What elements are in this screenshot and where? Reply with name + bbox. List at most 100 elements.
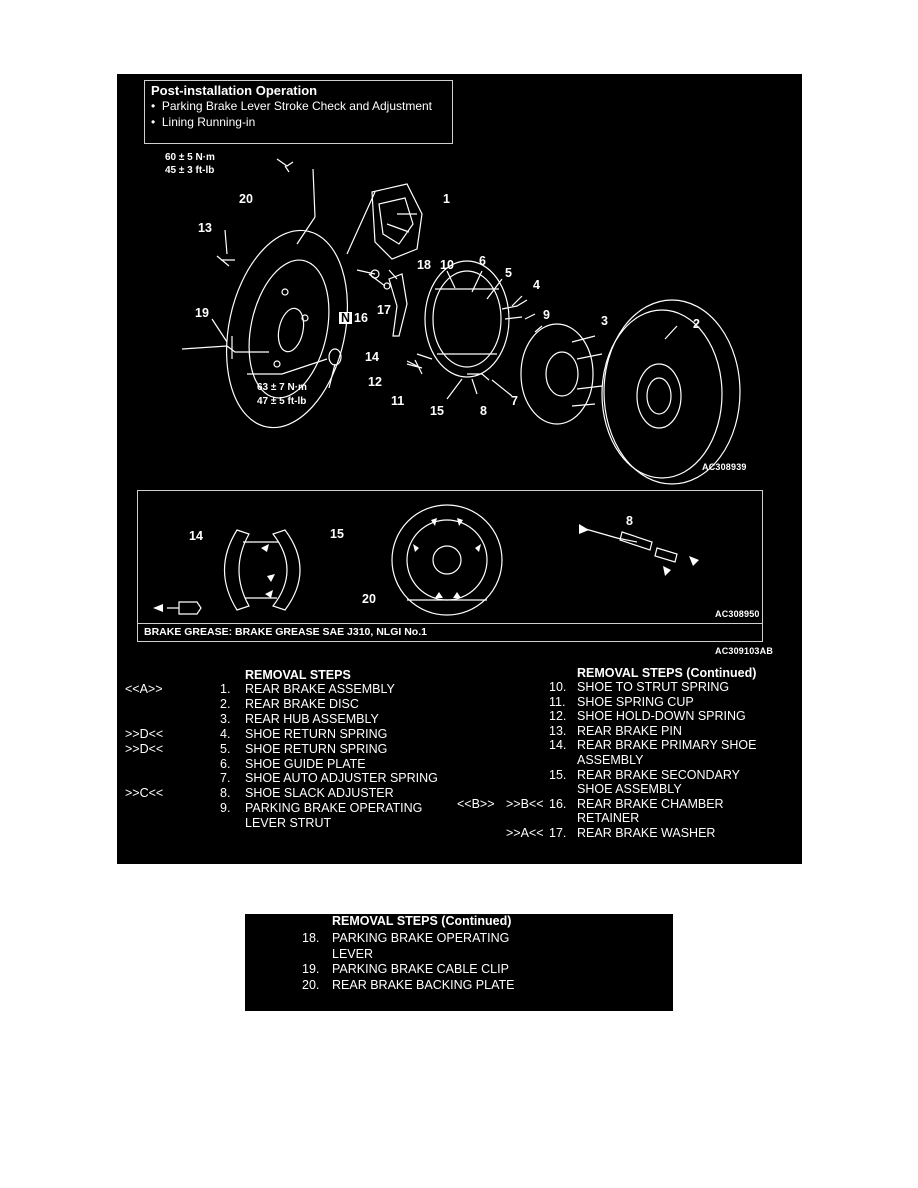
step-reference: <<B>> xyxy=(457,796,495,811)
step-name: SHOE SPRING CUP xyxy=(577,694,694,709)
step-number: 1. xyxy=(220,682,231,696)
step-number: 19. xyxy=(302,962,320,976)
removal-steps-cont2-panel: REMOVAL STEPS (Continued) 18. PARKING BRA… xyxy=(245,914,673,1011)
step-name: REAR BRAKE PRIMARY SHOE xyxy=(577,738,757,753)
step-name-continued: LEVER xyxy=(332,946,373,961)
cable-drawing xyxy=(181,345,269,353)
step-number: 8. xyxy=(220,786,231,801)
main-diagram-panel: Post-installation Operation • Parking Br… xyxy=(117,74,802,864)
new-part-marker: N xyxy=(339,311,353,325)
callout-7: 7 xyxy=(511,394,518,408)
exploded-view-drawing xyxy=(181,158,741,485)
callout-3: 3 xyxy=(601,314,608,328)
step-number: 14. xyxy=(549,738,567,753)
callout-17: 17 xyxy=(377,303,391,317)
figure-code-grease: AC308950 xyxy=(715,609,760,619)
post-installation-title: Post-installation Operation xyxy=(151,83,318,98)
step-number: 13. xyxy=(549,723,567,738)
callout-1: 1 xyxy=(443,192,450,206)
step-name: REAR BRAKE PIN xyxy=(577,723,682,738)
step-name: REAR BRAKE CHAMBER xyxy=(577,796,724,811)
removal-steps-cont2-heading: REMOVAL STEPS (Continued) xyxy=(332,914,512,928)
step-number: 11. xyxy=(549,694,566,709)
step-name-continued: LEVER STRUT xyxy=(245,816,332,831)
step-name: REAR BRAKE SECONDARY xyxy=(577,767,741,782)
brake-disc-drawing xyxy=(603,299,741,485)
grease-callout-20: 20 xyxy=(362,592,376,606)
step-name-continued: ASSEMBLY xyxy=(577,753,644,767)
hub-drawing xyxy=(520,323,594,425)
step-name: REAR BRAKE WASHER xyxy=(577,826,716,840)
grease-callout-15: 15 xyxy=(330,527,344,541)
callout-11: 11 xyxy=(391,394,405,408)
grease-inset-drawing xyxy=(153,504,699,616)
grease-callout-14: 14 xyxy=(189,529,203,543)
step-name: PARKING BRAKE OPERATING xyxy=(332,931,510,945)
step-name-continued: SHOE ASSEMBLY xyxy=(577,782,682,797)
torque-spec-nm: 63 ± 7 N·m xyxy=(257,382,307,393)
callout-13: 13 xyxy=(198,221,212,235)
callout-14: 14 xyxy=(365,350,379,364)
step-number: 4. xyxy=(220,726,231,741)
post-installation-item: • Parking Brake Lever Stroke Check and A… xyxy=(151,99,433,113)
step-name: SHOE TO STRUT SPRING xyxy=(577,680,730,694)
post-installation-item-label: Lining Running-in xyxy=(161,115,256,129)
grease-note: BRAKE GREASE: BRAKE GREASE SAE J310, NLG… xyxy=(144,626,427,638)
step-name: REAR BRAKE DISC xyxy=(245,696,359,711)
torque-spec-ftlb: 45 ± 3 ft-lb xyxy=(165,165,215,176)
step-number: 2. xyxy=(220,696,231,711)
step-reference: >>D<< xyxy=(125,741,164,756)
figure-code-overall: AC309103AB xyxy=(715,646,774,656)
torque-spec-nm: 60 ± 5 N·m xyxy=(165,152,215,163)
step-name: SHOE SLACK ADJUSTER xyxy=(245,786,394,801)
callout-10: 10 xyxy=(440,258,454,272)
step-name: SHOE GUIDE PLATE xyxy=(245,756,366,771)
brake-shoes-drawing xyxy=(424,260,510,378)
grease-note-box xyxy=(137,623,763,642)
callout-2: 2 xyxy=(693,317,700,331)
callout-8: 8 xyxy=(480,404,487,418)
callout-12: 12 xyxy=(368,375,382,389)
grease-callout-8: 8 xyxy=(626,514,633,528)
backing-plate-drawing xyxy=(225,229,349,429)
callout-16-label: 16 xyxy=(354,311,368,325)
step-number: 10. xyxy=(549,680,567,694)
step-name: SHOE AUTO ADJUSTER SPRING xyxy=(245,771,438,786)
step-reference: <<A>> xyxy=(125,682,163,696)
step-number: 5. xyxy=(220,741,231,756)
removal-steps-cont-heading: REMOVAL STEPS (Continued) xyxy=(577,666,757,680)
step-number: 3. xyxy=(220,711,231,726)
figure-code-main: AC308939 xyxy=(702,462,747,472)
step-number: 6. xyxy=(220,756,231,771)
step-name: PARKING BRAKE OPERATING xyxy=(245,801,423,816)
step-reference: >>D<< xyxy=(125,726,164,741)
callout-19: 19 xyxy=(195,306,209,320)
caliper-drawing xyxy=(371,183,423,260)
step-name: SHOE RETURN SPRING xyxy=(245,741,388,756)
step-name: SHOE RETURN SPRING xyxy=(245,726,388,741)
step-number: 9. xyxy=(220,801,231,816)
step-number: 7. xyxy=(220,771,231,786)
torque-spec-ftlb: 47 ± 5 ft-lb xyxy=(257,396,307,407)
callout-15: 15 xyxy=(430,404,444,418)
callout-5: 5 xyxy=(505,266,512,280)
removal-steps-heading: REMOVAL STEPS xyxy=(245,668,351,682)
post-installation-item: • Lining Running-in xyxy=(151,115,256,129)
callout-6: 6 xyxy=(479,254,486,268)
step-name-continued: RETAINER xyxy=(577,811,640,826)
step-number: 15. xyxy=(549,767,567,782)
callout-18: 18 xyxy=(417,258,431,272)
step-reference: >>A<< xyxy=(506,826,544,840)
step-name: REAR BRAKE BACKING PLATE xyxy=(332,977,515,992)
step-number: 12. xyxy=(549,709,567,724)
brake-pin-drawing xyxy=(216,255,235,267)
step-reference: >>B<< xyxy=(506,796,544,811)
callout-9: 9 xyxy=(543,308,550,322)
post-installation-item-label: Parking Brake Lever Stroke Check and Adj… xyxy=(161,99,433,113)
post-installation-box xyxy=(144,80,453,144)
step-name: REAR HUB ASSEMBLY xyxy=(245,711,379,726)
callout-20: 20 xyxy=(239,192,253,206)
step-number: 18. xyxy=(302,931,320,945)
step-name: PARKING BRAKE CABLE CLIP xyxy=(332,962,509,976)
